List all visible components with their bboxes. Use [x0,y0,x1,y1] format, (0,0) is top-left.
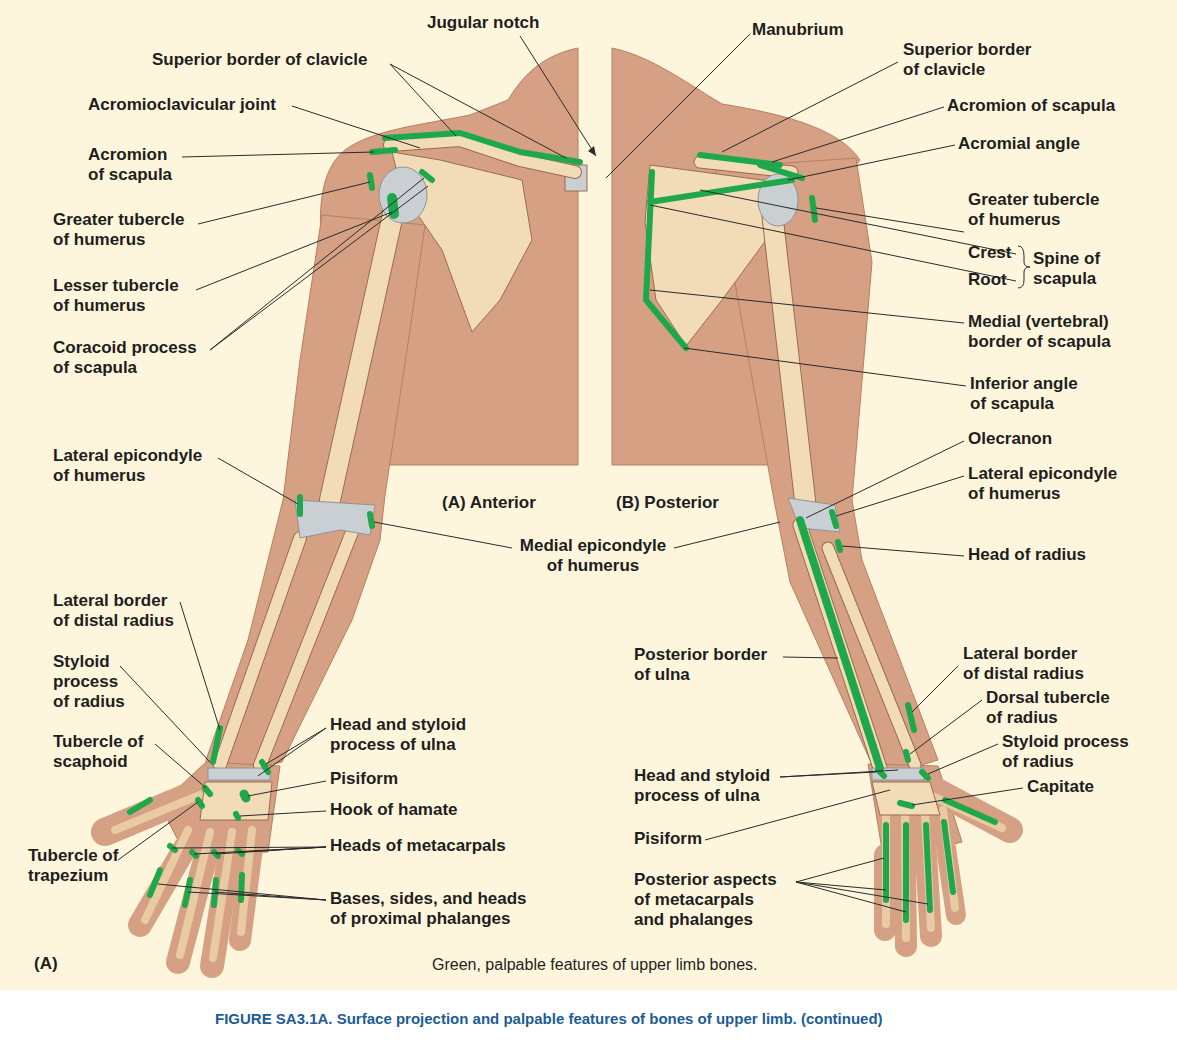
part-label: Greater tubercle of humerus [968,190,1108,230]
part-label: Acromial angle [958,134,1080,154]
part-label: Posterior aspects of metacarpals and pha… [634,870,784,930]
part-label: Lesser tubercle of humerus [53,276,193,316]
part-label: Medial (vertebral) border of scapula [968,312,1128,352]
part-label: Olecranon [968,429,1052,449]
part-label: Heads of metacarpals [330,836,506,856]
part-label: Acromion of scapula [88,145,180,185]
part-label: Medial epicondyle of humerus [513,536,673,576]
part-label: Coracoid process of scapula [53,338,208,378]
part-label: Dorsal tubercle of radius [986,688,1116,728]
part-label: Head of radius [968,545,1086,565]
part-label: Hook of hamate [330,800,458,820]
part-label: Bases, sides, and heads of proximal phal… [330,889,535,929]
part-label: Jugular notch [427,13,539,33]
part-label: Acromion of scapula [947,96,1115,116]
part-label: Manubrium [752,20,844,40]
part-label: (B) Posterior [616,493,719,513]
part-label: Inferior angle of scapula [970,374,1090,414]
part-label: Lateral epicondyle of humerus [968,464,1133,504]
part-label: (A) [34,954,58,974]
part-label: Head and styloid process of ulna [634,766,784,806]
part-label: Styloid process of radius [53,652,131,712]
part-label: Root [968,270,1007,290]
part-label: Superior border of clavicle [903,40,1043,80]
part-label: Lateral epicondyle of humerus [53,446,218,486]
figure-caption: FIGURE SA3.1A. Surface projection and pa… [215,1010,883,1027]
part-label: (A) Anterior [442,493,536,513]
part-label: Greater tubercle of humerus [53,210,193,250]
part-label: Capitate [1027,777,1094,797]
part-label: Spine of scapula [1033,249,1123,289]
part-label: Head and styloid process of ulna [330,715,480,755]
part-label: Lateral border of distal radius [53,591,188,631]
part-label: Acromioclavicular joint [88,95,276,115]
part-label: Tubercle of trapezium [28,846,128,886]
part-label: Posterior border of ulna [634,645,779,685]
legend-note: Green, palpable features of upper limb b… [432,955,758,975]
part-label: Pisiform [330,769,398,789]
part-label: Styloid process of radius [1002,732,1142,772]
part-label: Pisiform [634,829,702,849]
part-label: Crest [968,243,1011,263]
part-label: Superior border of clavicle [152,50,367,70]
part-label: Tubercle of scaphoid [53,732,153,772]
part-label: Lateral border of distal radius [963,644,1098,684]
